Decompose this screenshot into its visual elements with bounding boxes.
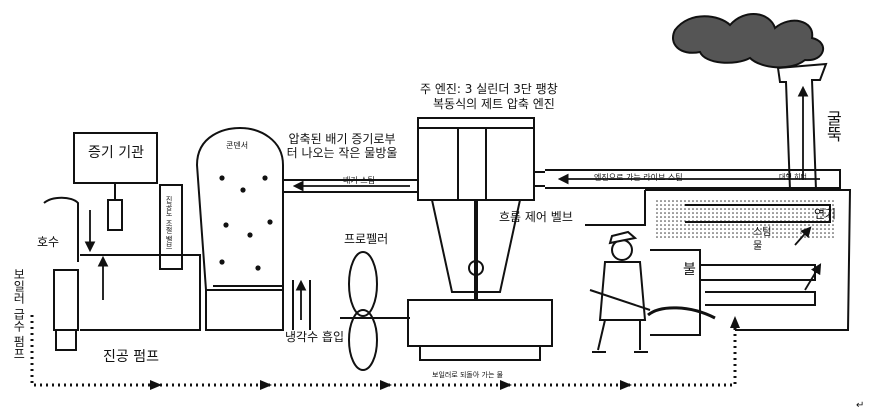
boiler-feed-pump-base <box>55 329 77 351</box>
vacuum-pump-label: 진공 펌프 <box>103 349 159 365</box>
condensed-droplets-label: 압축된 배기 증기로부터 나오는 작은 물방울 <box>286 132 398 160</box>
stoker-cap <box>608 230 638 245</box>
condenser-label: 콘덴서 <box>226 141 249 150</box>
propeller-blade-top <box>348 251 378 317</box>
droplet <box>262 175 268 181</box>
boiler-housing <box>585 189 852 331</box>
firebox <box>650 249 701 336</box>
return-arrowhead-2 <box>260 380 272 390</box>
main-engine-label-line2: 복동식의 제트 압축 엔진 <box>433 97 555 111</box>
droplet <box>219 175 225 181</box>
chimney-label: 굴뚝 <box>823 110 843 142</box>
boiler-tube-2 <box>700 264 816 281</box>
fire-bed <box>647 306 716 320</box>
droplet <box>267 219 273 225</box>
large-heater-label: 대형 히터 <box>779 173 807 181</box>
stoker-shovel <box>589 289 651 311</box>
smoke-label: 연기 <box>814 207 837 221</box>
water-back-to-boiler-label: 보일러로 되돌아 가는 물 <box>432 371 504 379</box>
boiler-feed-pump-cylinder <box>53 269 79 331</box>
flow-control-valve-wheel <box>468 260 484 276</box>
chimney <box>776 62 828 191</box>
fire-label: 불 <box>683 262 696 278</box>
hose-label: 호수 <box>37 235 60 249</box>
stoker-legs <box>592 319 648 353</box>
arrow-smoke-1 <box>794 226 812 246</box>
exhaust-steam-pipe <box>283 179 418 193</box>
return-arrowhead-5 <box>620 380 632 390</box>
droplet <box>223 222 229 228</box>
droplet <box>247 232 253 238</box>
large-heater-tube <box>545 169 841 189</box>
engine-base-frame <box>430 199 522 293</box>
exhaust-steam-label: 배기 스팀 <box>343 176 375 185</box>
pressure-regulator-box <box>159 184 183 270</box>
flow-control-valve-label: 흐름 제어 벨브 <box>499 210 573 224</box>
droplet <box>219 259 225 265</box>
engine-top-cover <box>417 117 535 129</box>
boiler-tube-1 <box>685 204 831 223</box>
droplet <box>255 265 261 271</box>
condenser-base <box>205 290 284 331</box>
return-arrowhead-6 <box>730 316 740 328</box>
vacuum-pump-body <box>80 254 201 331</box>
arrow-smoke-2 <box>804 263 822 291</box>
cooling-water-intake-label: 냉각수 흡입 <box>285 330 345 344</box>
boiler-tube-3 <box>705 291 816 306</box>
return-arrowhead-3 <box>380 380 392 390</box>
steam-label: 스팀 <box>753 227 772 238</box>
pressure-regulator-label: 진공도 조절 밸브 <box>165 196 174 250</box>
live-steam-pipe <box>534 171 545 187</box>
propeller-blade-bottom <box>348 309 378 371</box>
engine-cylinder-right <box>485 127 535 201</box>
live-steam-label: 엔진으로 가는 라이브 스팀 <box>594 173 683 182</box>
cooling-water-intake-pipe <box>292 280 311 330</box>
boiler-feed-pump-label: 보일러 급수 펌프 <box>11 268 26 360</box>
steam-engine-piston <box>107 183 123 231</box>
return-mark: ↵ <box>856 400 865 411</box>
engine-cylinder-left <box>417 127 459 201</box>
droplet <box>240 187 246 193</box>
steam-engine-label: 증기 기관 <box>88 145 144 161</box>
stoker-body <box>598 261 647 321</box>
water-label: 물 <box>753 241 763 252</box>
condenser-shell <box>195 126 284 291</box>
propeller-label: 프로펠러 <box>344 232 389 246</box>
hose <box>43 196 79 262</box>
return-arrowhead-4 <box>500 380 512 390</box>
main-engine-label-line1: 주 엔진: 3 실린더 3단 팽창 <box>420 82 558 96</box>
return-arrowhead-1 <box>150 380 162 390</box>
crankshaft-housing <box>407 299 553 361</box>
smoke-cloud <box>672 12 824 69</box>
